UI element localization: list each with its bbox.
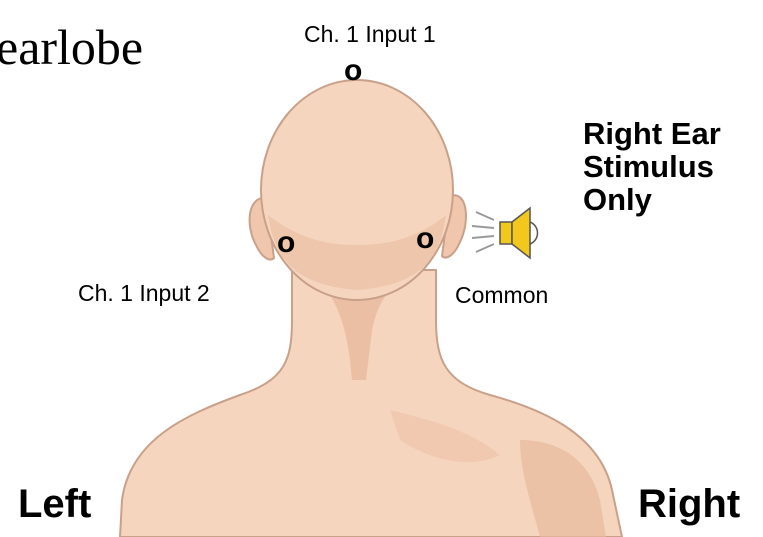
label-left: Left	[18, 482, 91, 527]
stimulus-line-2: Stimulus	[583, 150, 721, 183]
stimulus-label: Right Ear Stimulus Only	[583, 117, 721, 216]
speaker-icon	[500, 208, 538, 258]
label-common: Common	[455, 282, 548, 309]
electrode-marker-top: o	[344, 54, 362, 88]
stimulus-line-3: Only	[583, 183, 721, 216]
stimulus-line-1: Right Ear	[583, 117, 721, 150]
page-heading: earlobe	[0, 18, 143, 76]
electrode-marker-left-ear: o	[277, 226, 295, 260]
electrode-marker-right-ear: o	[416, 222, 434, 256]
label-ch1-input1: Ch. 1 Input 1	[304, 21, 436, 48]
label-ch1-input2: Ch. 1 Input 2	[78, 280, 210, 307]
label-right: Right	[638, 482, 740, 527]
sound-wave-lines	[472, 212, 494, 252]
